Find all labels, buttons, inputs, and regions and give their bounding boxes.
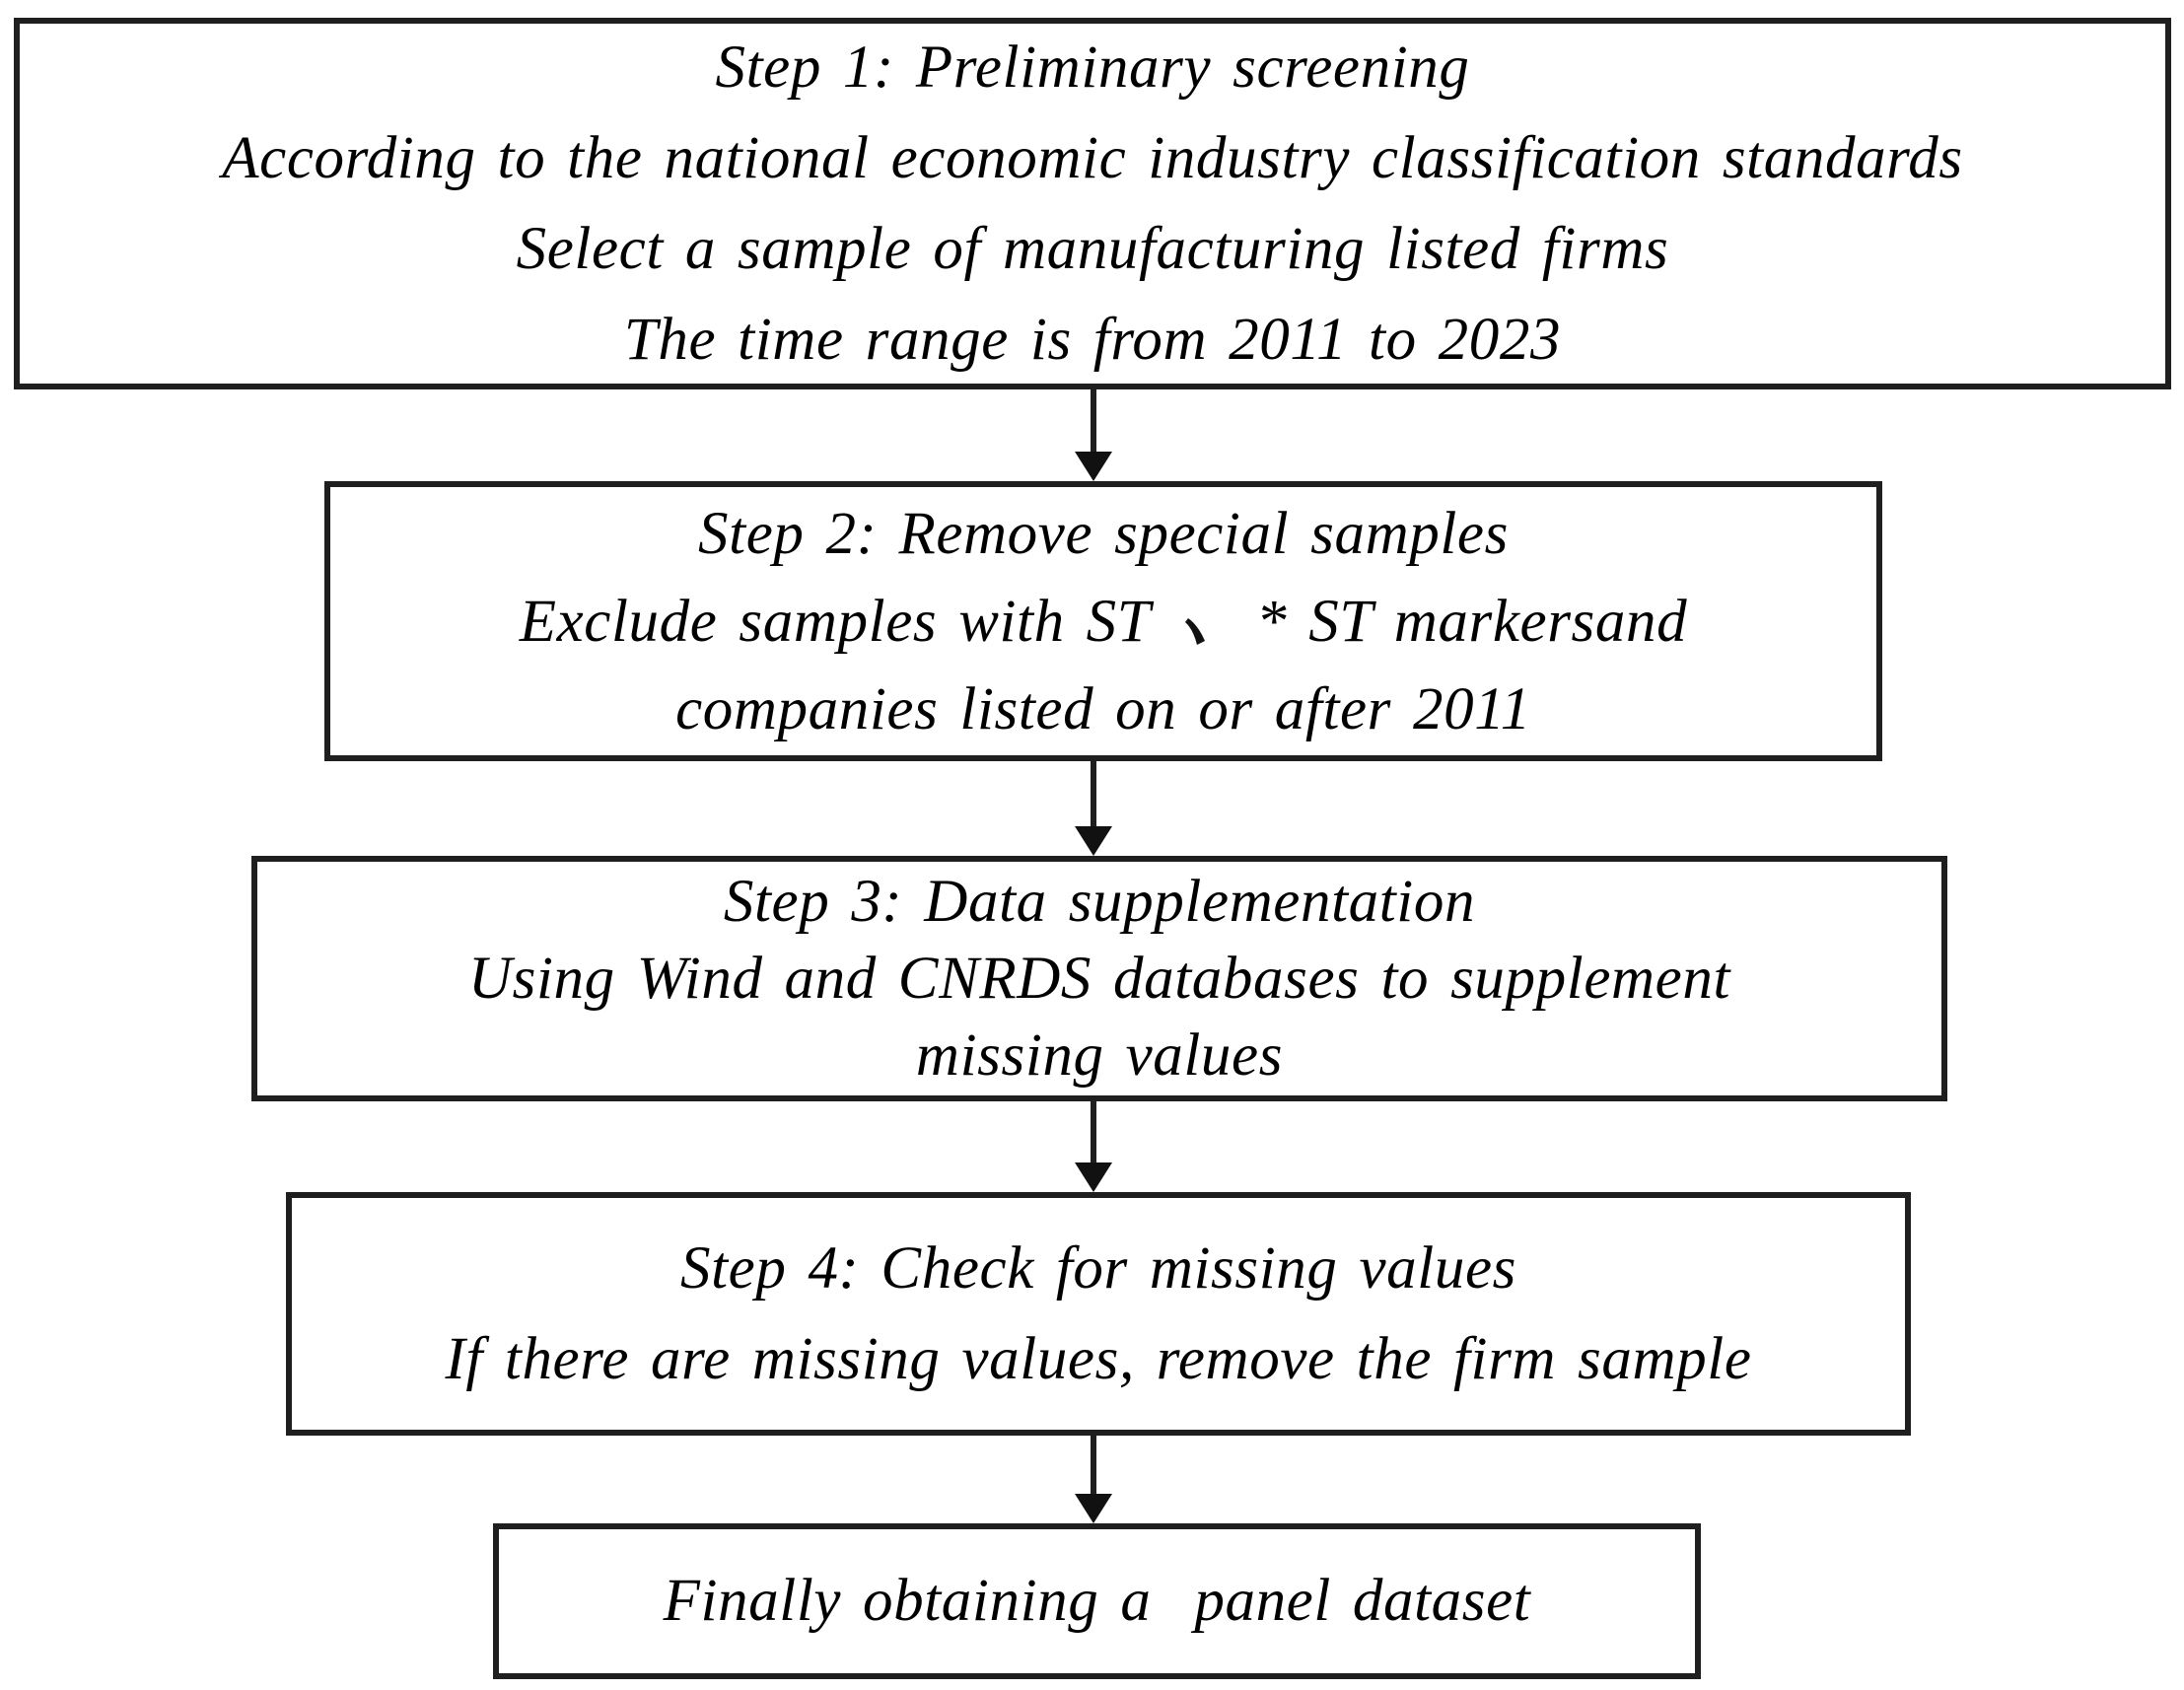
arrow-shaft <box>1091 761 1096 826</box>
final-box: Finally obtaining a panel dataset <box>493 1523 1701 1679</box>
step3-box: Step 3: Data supplementation Using Wind … <box>251 856 1947 1101</box>
arrow-head-icon <box>1075 452 1112 481</box>
ideographic-comma-icon <box>1185 617 1206 645</box>
step3-detail-2: missing values <box>915 1021 1284 1089</box>
arrow-shaft <box>1091 389 1096 452</box>
arrow-head-icon <box>1075 1162 1112 1192</box>
step1-title: Step 1: Preliminary screening <box>715 34 1470 101</box>
arrow-shaft <box>1091 1436 1096 1494</box>
step4-title: Step 4: Check for missing values <box>680 1234 1516 1302</box>
arrow-step1-to-step2 <box>1074 389 1113 481</box>
step3-detail-1: Using Wind and CNRDS databases to supple… <box>467 945 1731 1012</box>
step2-detail-1: Exclude samples with ST * ST markersand <box>519 588 1688 655</box>
arrow-step3-to-step4 <box>1074 1101 1113 1192</box>
arrow-step4-to-final <box>1074 1436 1113 1523</box>
step1-box: Step 1: Preliminary screening According … <box>14 18 2171 389</box>
step2-title: Step 2: Remove special samples <box>698 500 1509 567</box>
step1-detail-3: The time range is from 2011 to 2023 <box>623 306 1562 373</box>
step4-detail-1: If there are missing values, remove the … <box>445 1325 1752 1392</box>
step1-detail-2: Select a sample of manufacturing listed … <box>516 215 1669 282</box>
arrow-head-icon <box>1075 1494 1112 1523</box>
step1-detail-1: According to the national economic indus… <box>222 124 1963 191</box>
arrow-step2-to-step3 <box>1074 761 1113 856</box>
step2-detail-2: companies listed on or after 2011 <box>675 675 1531 742</box>
step3-title: Step 3: Data supplementation <box>723 868 1476 935</box>
arrow-head-icon <box>1075 826 1112 856</box>
final-text: Finally obtaining a panel dataset <box>663 1568 1531 1634</box>
step4-box: Step 4: Check for missing values If ther… <box>286 1192 1911 1436</box>
step2-box: Step 2: Remove special samples Exclude s… <box>324 481 1882 761</box>
arrow-shaft <box>1091 1101 1096 1162</box>
